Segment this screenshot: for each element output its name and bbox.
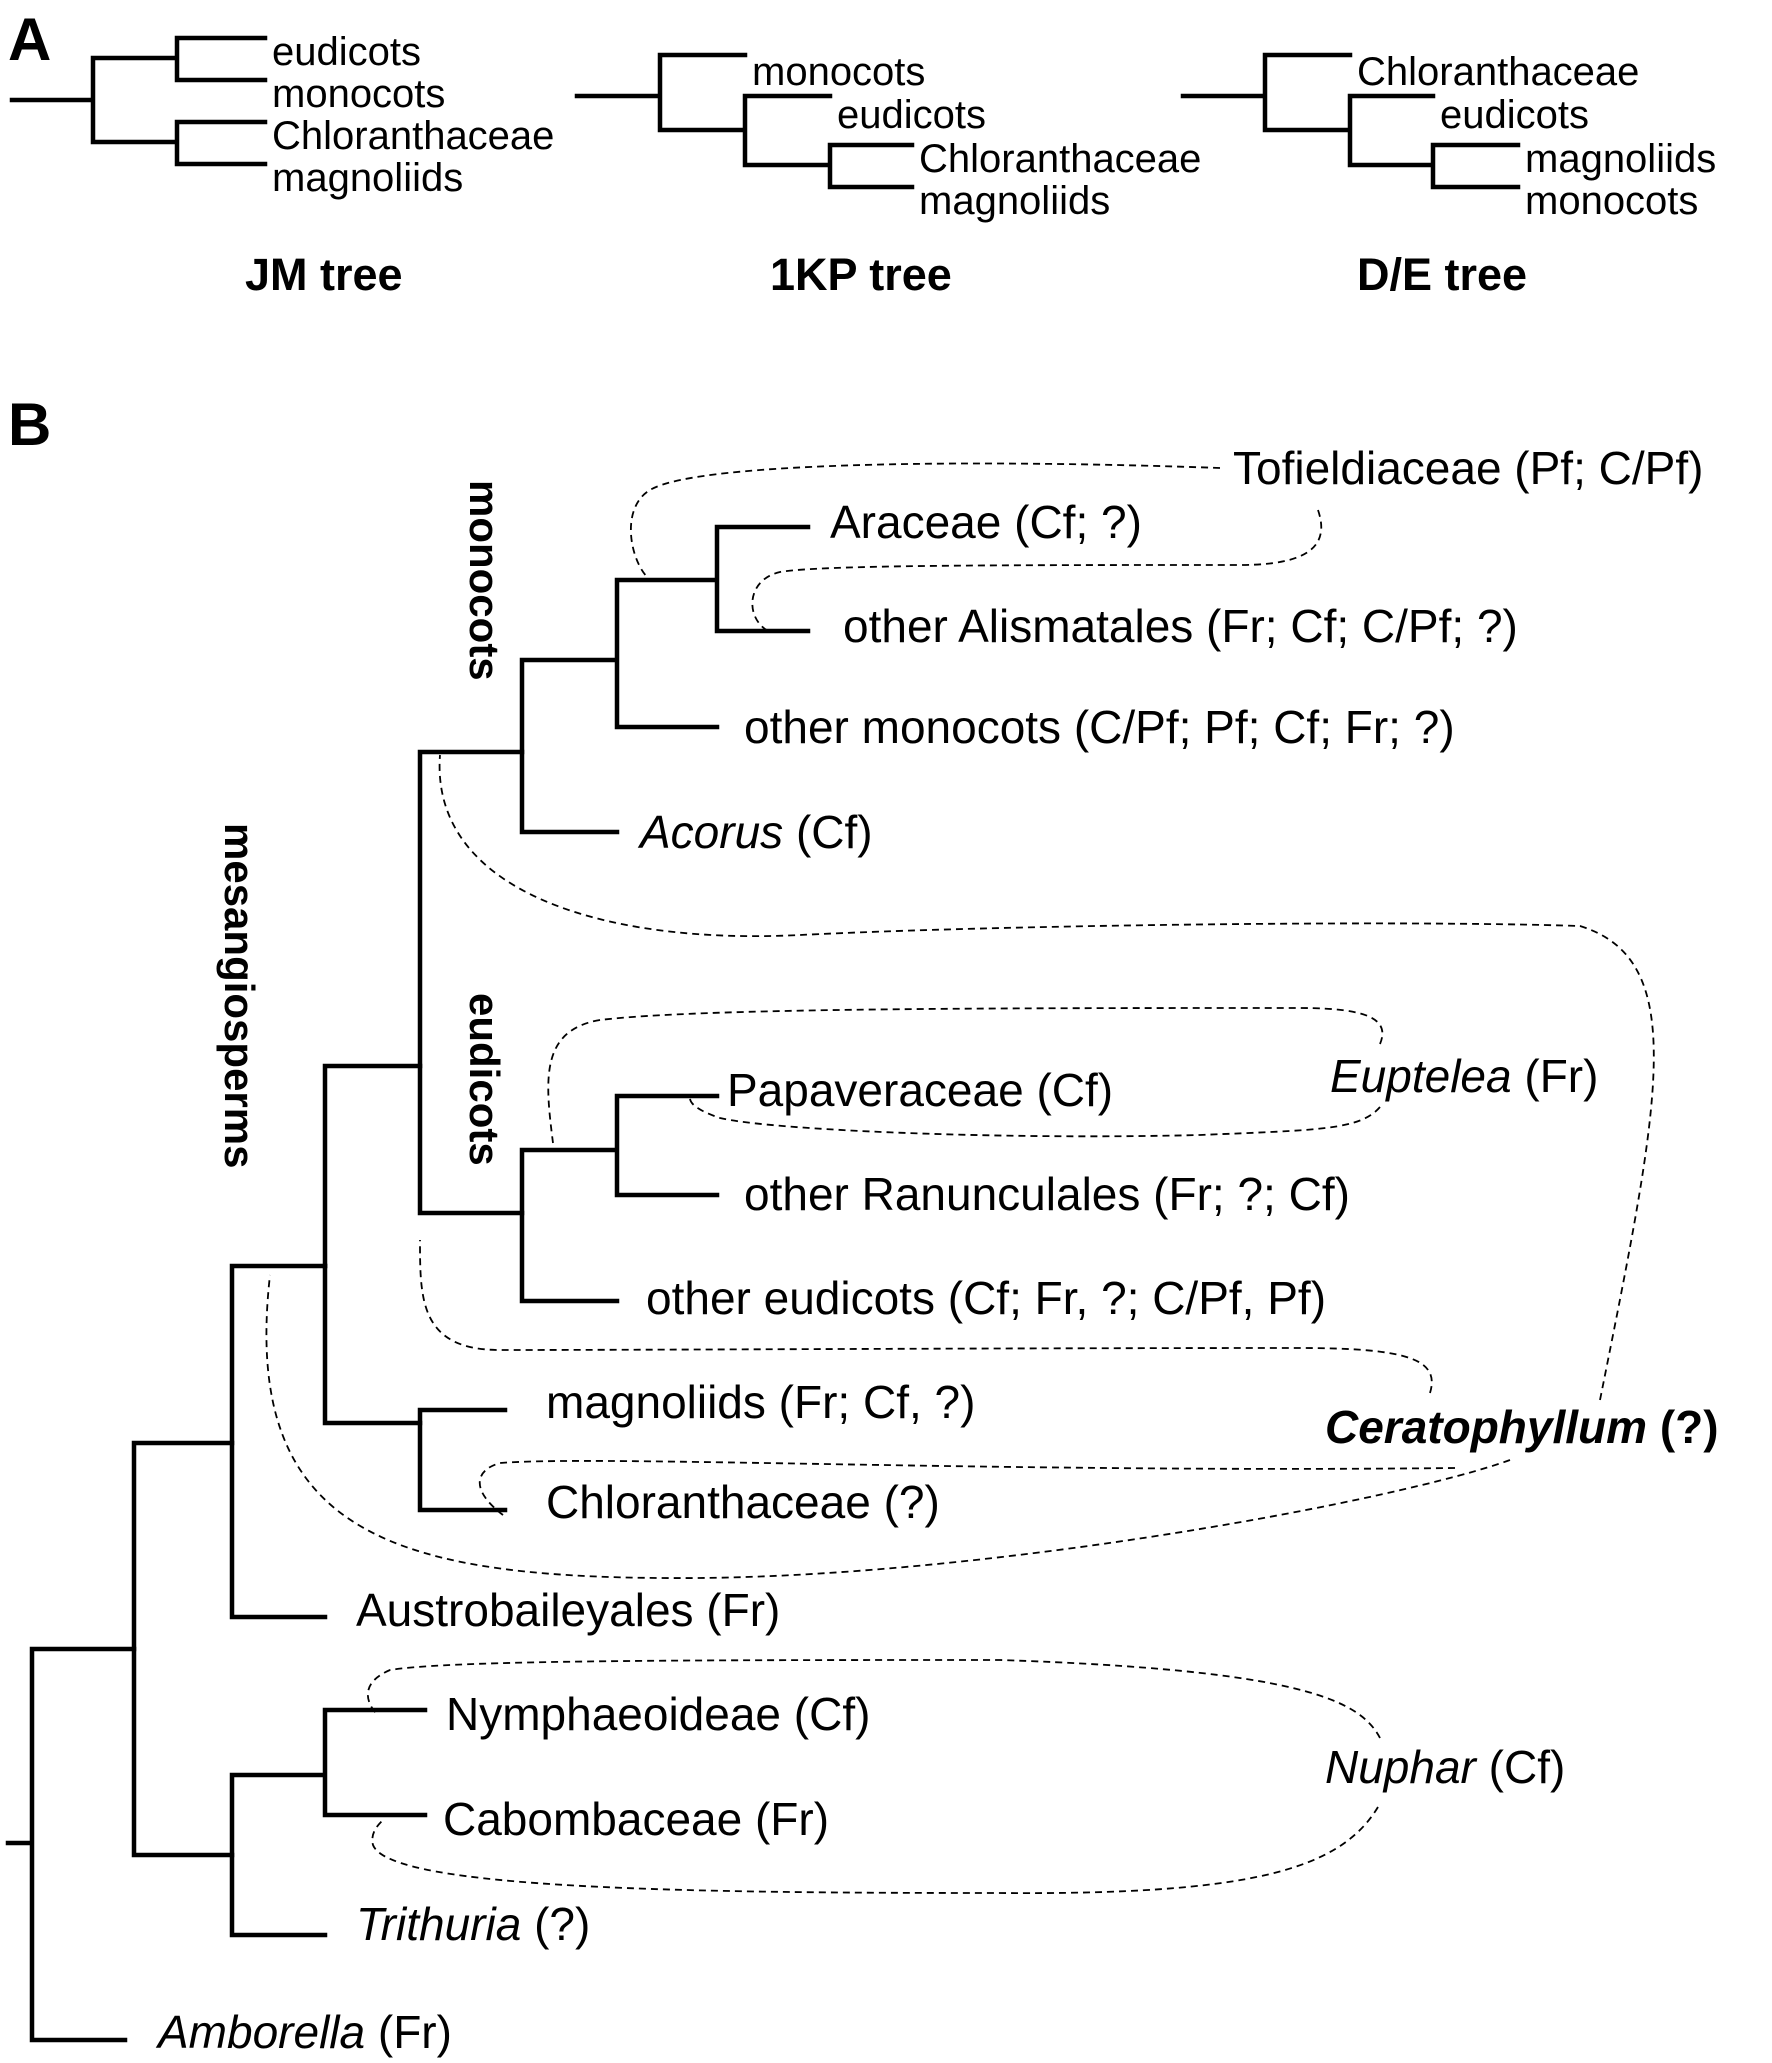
de-taxon-4: monocots bbox=[1525, 179, 1698, 223]
de-taxon-1: Chloranthaceae bbox=[1357, 50, 1639, 94]
nuphar-link-return bbox=[371, 1806, 1379, 1895]
angiosperm-backbone bbox=[131, 1440, 235, 1858]
eudicot-clade bbox=[519, 1093, 720, 1304]
taxon-acorus: Acorus (Cf) bbox=[637, 806, 873, 858]
1kp-taxon-3: Chloranthaceae bbox=[919, 137, 1201, 181]
taxon-euptelea: Euptelea (Fr) bbox=[1330, 1050, 1598, 1102]
taxon-magnoliids: magnoliids (Fr; Cf, ?) bbox=[546, 1376, 975, 1428]
euptelea-link-return bbox=[689, 1097, 1381, 1138]
taxon-amborella: Amborella (Fr) bbox=[155, 2006, 452, 2058]
taxon-ceratophyllum: Ceratophyllum (?) bbox=[1325, 1401, 1719, 1453]
1kp-tree-branches bbox=[574, 52, 915, 190]
nymphaeales-clade bbox=[229, 1707, 428, 1938]
monocot-clade bbox=[519, 524, 811, 835]
alternative-placement-lines bbox=[265, 462, 1655, 1895]
de-tree: Chloranthaceae eudicots magnoliids monoc… bbox=[1180, 50, 1716, 300]
ceratophyllum-chloranthaceae-link bbox=[478, 1460, 1456, 1516]
taxon-other-alismatales: other Alismatales (Fr; Cf; C/Pf; ?) bbox=[843, 600, 1518, 652]
1kp-taxon-1: monocots bbox=[752, 50, 925, 94]
taxon-other-ranunculales: other Ranunculales (Fr; ?; Cf) bbox=[744, 1168, 1350, 1220]
magnoliid-chloranthaceae bbox=[417, 1407, 508, 1513]
taxon-chloranthaceae: Chloranthaceae (?) bbox=[546, 1476, 940, 1528]
jm-tree-branches bbox=[9, 35, 268, 167]
root-stem bbox=[5, 1646, 137, 2043]
panel-b-label: B bbox=[8, 391, 51, 458]
taxon-tofieldiaceae: Tofieldiaceae (Pf; C/Pf) bbox=[1233, 442, 1703, 494]
taxon-other-eudicots: other eudicots (Cf; Fr, ?; C/Pf, Pf) bbox=[646, 1272, 1326, 1324]
nuphar-link bbox=[367, 1659, 1381, 1739]
jm-taxon-2: monocots bbox=[272, 72, 445, 116]
de-tree-branches bbox=[1180, 52, 1521, 190]
jm-tree-title: JM tree bbox=[245, 249, 403, 300]
jm-tree: eudicots monocots Chloranthaceae magnoli… bbox=[9, 30, 554, 300]
ceratophyllum-mesangiosperm-link bbox=[265, 1274, 1511, 1579]
panel-b-tree-final bbox=[5, 524, 811, 2043]
ceratophyllum-eudicot-link bbox=[419, 1239, 1433, 1394]
taxon-trithuria: Trithuria (?) bbox=[356, 1898, 590, 1950]
euptelea-link bbox=[547, 1007, 1384, 1144]
taxon-nymphaeoideae: Nymphaeoideae (Cf) bbox=[446, 1688, 870, 1740]
clade-label-eudicots: eudicots bbox=[461, 993, 508, 1166]
de-tree-title: D/E tree bbox=[1357, 249, 1527, 300]
de-taxon-2: eudicots bbox=[1440, 93, 1589, 137]
1kp-tree-title: 1KP tree bbox=[770, 249, 952, 300]
taxon-nuphar: Nuphar (Cf) bbox=[1325, 1741, 1565, 1793]
mesangiosperm-clade bbox=[229, 1263, 328, 1620]
ceratophyllum-monocot-link bbox=[438, 754, 1655, 1401]
1kp-taxon-4: magnoliids bbox=[919, 179, 1110, 223]
taxon-araceae: Araceae (Cf; ?) bbox=[830, 496, 1142, 548]
taxon-other-monocots: other monocots (C/Pf; Pf; Cf; Fr; ?) bbox=[744, 701, 1455, 753]
jm-taxon-1: eudicots bbox=[272, 30, 421, 74]
tofieldiaceae-link-return bbox=[751, 509, 1323, 633]
mesangiosperm-core-split bbox=[322, 1063, 423, 1426]
de-taxon-3: magnoliids bbox=[1525, 137, 1716, 181]
panel-a-label: A bbox=[8, 6, 51, 73]
monocot-eudicot-split bbox=[417, 749, 525, 1216]
clade-label-monocots: monocots bbox=[461, 480, 508, 681]
taxon-papaveraceae: Papaveraceae (Cf) bbox=[727, 1064, 1113, 1116]
taxon-austrobaileyales: Austrobaileyales (Fr) bbox=[356, 1584, 780, 1636]
1kp-taxon-2: eudicots bbox=[837, 93, 986, 137]
1kp-tree: monocots eudicots Chloranthaceae magnoli… bbox=[574, 50, 1201, 300]
clade-label-mesangiosperms: mesangiosperms bbox=[216, 823, 263, 1168]
jm-taxon-3: Chloranthaceae bbox=[272, 114, 554, 158]
tofieldiaceae-link bbox=[629, 462, 1221, 579]
taxon-cabombaceae: Cabombaceae (Fr) bbox=[443, 1793, 829, 1845]
jm-taxon-4: magnoliids bbox=[272, 156, 463, 200]
